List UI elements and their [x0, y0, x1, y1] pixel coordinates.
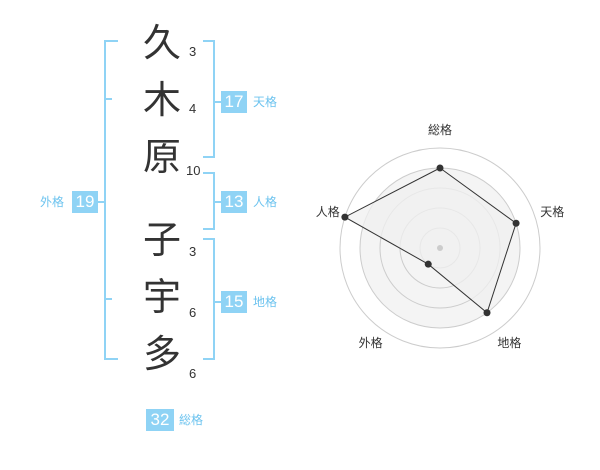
- ten-kaku-badge: 17: [221, 91, 247, 113]
- chi-kaku-badge: 15: [221, 291, 247, 313]
- surname-char-1: 久: [142, 21, 181, 65]
- surname-strokes-2: 4: [189, 101, 197, 116]
- radar-center-dot: [437, 245, 443, 251]
- surname-char-2: 木: [142, 78, 181, 122]
- radar-point-4: [341, 213, 349, 221]
- surname-strokes-3: 10: [186, 163, 201, 178]
- gai-kaku-label: 外格: [40, 195, 65, 209]
- radar-label-chi: 地格: [497, 336, 522, 351]
- radar-point-2: [483, 309, 491, 317]
- gai-kaku-badge: 19: [72, 191, 98, 213]
- given-strokes-1: 3: [189, 244, 197, 259]
- chi-kaku-label: 地格: [253, 295, 278, 309]
- radar-point-0: [436, 164, 444, 172]
- given-strokes-2: 6: [189, 305, 197, 320]
- radar-label-jin: 人格: [315, 204, 340, 219]
- radar-point-1: [512, 219, 520, 227]
- radar-label-gai: 外格: [358, 336, 383, 351]
- given-strokes-3: 6: [189, 366, 197, 381]
- radar-label-sou: 総格: [427, 123, 452, 137]
- jin-kaku-label: 人格: [253, 195, 278, 209]
- surname-char-3: 原: [142, 135, 181, 179]
- sou-kaku-badge: 32: [146, 409, 174, 431]
- sou-kaku-label: 総格: [179, 413, 204, 427]
- given-char-1: 子: [142, 218, 181, 262]
- surname-strokes-1: 3: [189, 44, 197, 59]
- given-char-2: 宇: [142, 275, 181, 319]
- ten-kaku-label: 天格: [253, 95, 278, 109]
- given-char-3: 多: [142, 332, 181, 376]
- jin-kaku-badge: 13: [221, 191, 247, 213]
- radar-point-3: [424, 260, 432, 268]
- radar-shape: [343, 167, 517, 314]
- radar-label-ten: 天格: [540, 204, 565, 219]
